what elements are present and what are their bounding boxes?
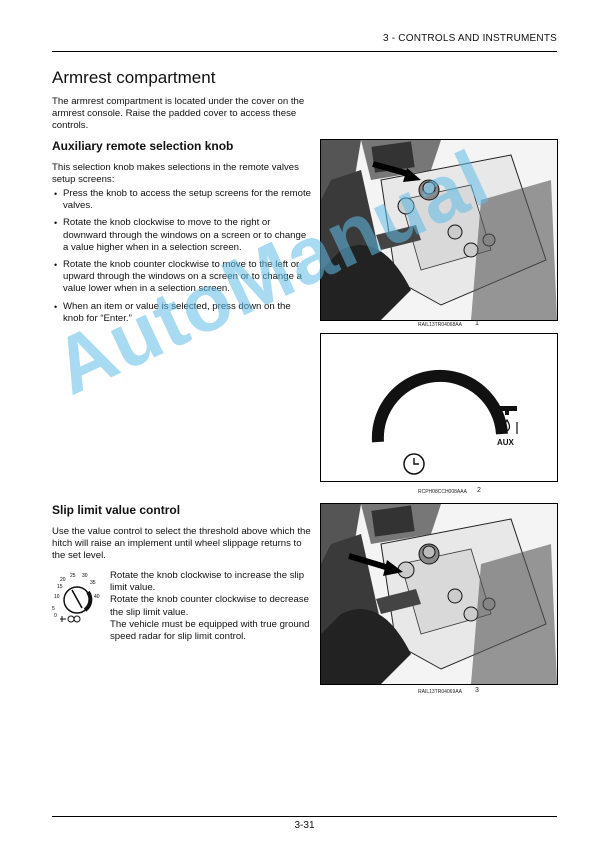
- figure-1-number: 1: [475, 320, 479, 327]
- slip-dial-icon: 0 5 10 15 20 25 30 35 40: [52, 570, 102, 625]
- aux-valve-icon: [496, 406, 518, 434]
- armrest-console-illustration-slip: [321, 504, 557, 684]
- dial-tick-0: 0: [54, 613, 57, 619]
- aux-label: AUX: [497, 438, 514, 447]
- aux-bullet: •Press the knob to access the setup scre…: [54, 188, 311, 212]
- aux-bullet: •Rotate the knob clockwise to move to th…: [54, 217, 307, 253]
- footer-rule: [52, 816, 557, 817]
- dial-tick-40: 40: [94, 594, 100, 600]
- aux-heading: Auxiliary remote selection knob: [52, 139, 234, 153]
- figure-2-code: RCPH08CCH008AAA: [418, 489, 467, 495]
- intro-paragraph: The armrest compartment is located under…: [52, 96, 305, 132]
- dial-tick-20: 20: [60, 577, 66, 583]
- clock-icon: [403, 453, 425, 475]
- header-rule: [52, 51, 557, 52]
- running-header: 3 - CONTROLS AND INSTRUMENTS: [383, 33, 557, 44]
- dial-tick-25: 25: [70, 573, 76, 579]
- figure-1-code: RAIL13TR04068AA: [418, 322, 462, 328]
- armrest-console-illustration: [321, 140, 557, 320]
- aux-lead: This selection knob makes selections in …: [52, 162, 299, 186]
- slip-heading: Slip limit value control: [52, 503, 181, 517]
- aux-bullet: •Rotate the knob counter clockwise to mo…: [54, 259, 302, 295]
- slip-lead: Use the value control to select the thre…: [52, 526, 311, 562]
- dial-tick-35: 35: [90, 580, 96, 586]
- aux-bullet: •When an item or value is selected, pres…: [54, 300, 291, 324]
- figure-3-number: 3: [475, 687, 479, 694]
- figure-3-armrest-photo: [320, 503, 558, 685]
- figure-1-armrest-photo: [320, 139, 558, 321]
- dial-tick-15: 15: [57, 584, 63, 590]
- dial-tick-10: 10: [54, 594, 60, 600]
- page-number: 3-31: [294, 820, 315, 831]
- slip-description: Rotate the knob clockwise to increase th…: [110, 570, 310, 643]
- figure-2-number: 2: [477, 487, 481, 494]
- aux-knob-diagram: [371, 369, 518, 475]
- figure-3-code: RAIL13TR04069AA: [418, 689, 462, 695]
- aux-bullet-list: •Press the knob to access the setup scre…: [52, 188, 314, 330]
- dial-tick-5: 5: [52, 606, 55, 612]
- figure-2-aux-knob-diagram: AUX: [320, 333, 558, 482]
- dial-tick-30: 30: [82, 573, 88, 579]
- section-title: Armrest compartment: [52, 68, 216, 87]
